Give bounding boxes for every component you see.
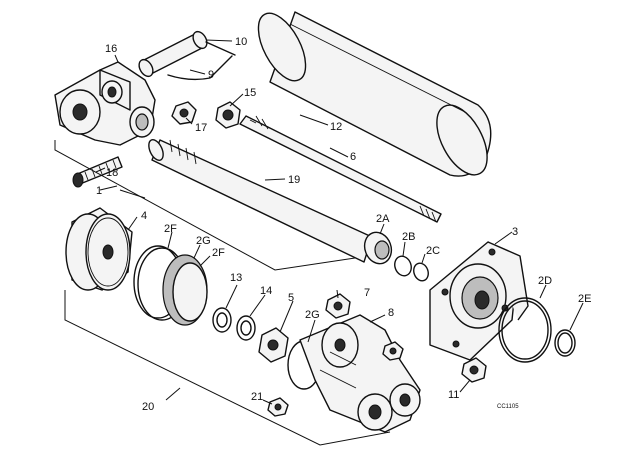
label-7: 7 [364, 287, 370, 299]
label-2E: 2E [578, 293, 591, 305]
tie-rod-6 [239, 115, 442, 223]
label-18: 18 [106, 167, 118, 179]
label-21: 21 [251, 391, 263, 403]
part-labels: 16 10 9 15 17 12 6 18 19 1 2A 3 2B 2C 4 … [96, 36, 591, 413]
leader-lines [95, 39, 584, 405]
piston-seal-2G [162, 254, 208, 326]
label-2G-top: 2G [196, 235, 211, 247]
label-2F-top: 2F [164, 223, 177, 235]
label-8: 8 [388, 307, 394, 319]
label-2A: 2A [376, 213, 390, 225]
barrel-tube [257, 11, 492, 177]
label-6: 6 [350, 151, 356, 163]
label-16: 16 [105, 43, 117, 55]
label-10: 10 [235, 36, 247, 48]
label-9: 9 [208, 69, 214, 81]
nut-17 [171, 101, 197, 125]
clevis-end-16 [54, 61, 156, 146]
label-11: 11 [448, 389, 459, 401]
label-2D: 2D [538, 275, 552, 287]
nut-11 [461, 357, 487, 383]
label-15: 15 [244, 87, 256, 99]
bracket-1 [54, 140, 356, 271]
label-12: 12 [330, 121, 342, 133]
bracket-20 [64, 290, 391, 446]
seal-2D [498, 297, 552, 363]
piston-rod-19 [148, 139, 373, 263]
label-5: 5 [288, 292, 294, 304]
seal-2E [554, 329, 576, 357]
oring-2C [413, 262, 429, 282]
washer-13 [212, 307, 232, 333]
pin-and-clip [138, 30, 236, 81]
label-20: 20 [142, 401, 154, 413]
washer-14 [236, 315, 256, 341]
label-2F-right: 2F [212, 247, 225, 259]
drawing-code: CC1105 [497, 404, 519, 410]
clevis-base-8 [299, 314, 421, 433]
nut-small-right [382, 341, 404, 361]
label-14: 14 [260, 285, 272, 297]
nut-5 [258, 327, 289, 363]
piston-4 [65, 207, 133, 291]
nut-21 [267, 397, 289, 417]
oring-2B [394, 255, 412, 277]
nut-15 [215, 101, 241, 129]
label-3: 3 [512, 226, 518, 238]
label-2G-bottom: 2G [305, 309, 320, 321]
label-1: 1 [96, 185, 102, 197]
end-cap-3 [429, 241, 529, 361]
label-2C: 2C [426, 245, 440, 257]
gland-2A [363, 231, 393, 265]
label-13: 13 [230, 272, 242, 284]
label-4: 4 [141, 210, 147, 222]
label-2B: 2B [402, 231, 415, 243]
label-17: 17 [195, 122, 207, 134]
nut-7 [325, 293, 351, 319]
label-19: 19 [288, 174, 300, 186]
